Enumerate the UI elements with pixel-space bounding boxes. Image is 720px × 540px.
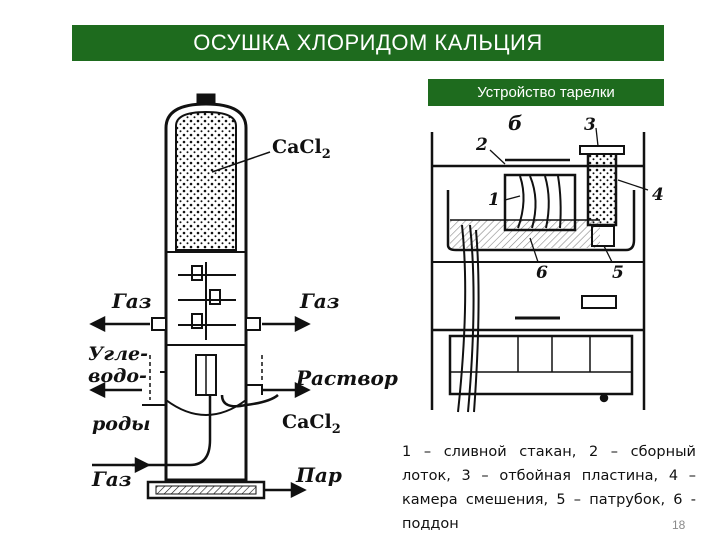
gas-right-label: Газ [299,289,340,313]
label-5: 5 [612,263,624,283]
label-1: 1 [488,190,500,210]
gas-bottom-label: Газ [91,467,132,491]
label-4: 4 [652,185,664,205]
plate-letter-label: б [508,111,522,135]
hydrocarbons-label-1: Угле- [88,343,148,365]
column-shell [164,102,248,482]
legend-text: 1 – сливной стакан, 2 – сборный лоток, 3… [402,444,696,532]
steam-label: Пар [295,463,342,487]
plate-section-title: Устройство тарелки [428,79,664,106]
label-6: 6 [536,263,548,283]
slide-title: ОСУШКА ХЛОРИДОМ КАЛЬЦИЯ [72,25,664,61]
top-valve [196,93,216,105]
hydrocarbons-label-3: роды [92,413,151,435]
plate-device [430,132,646,413]
cacl2-out-label: CaCl2 [282,411,341,437]
cacl2-bed [175,110,237,251]
drying-column [132,93,279,500]
flow-arrows [89,315,311,499]
leader-lines [489,127,649,263]
hydrocarbons-label-2: водо- [88,365,147,387]
label-2: 2 [475,135,488,155]
cacl2-top-label: CaCl2 [272,136,331,162]
page-number: 18 [672,518,686,532]
solution-label: Раствор [295,366,398,390]
label-3: 3 [584,115,596,135]
gas-left-label: Газ [111,289,152,313]
